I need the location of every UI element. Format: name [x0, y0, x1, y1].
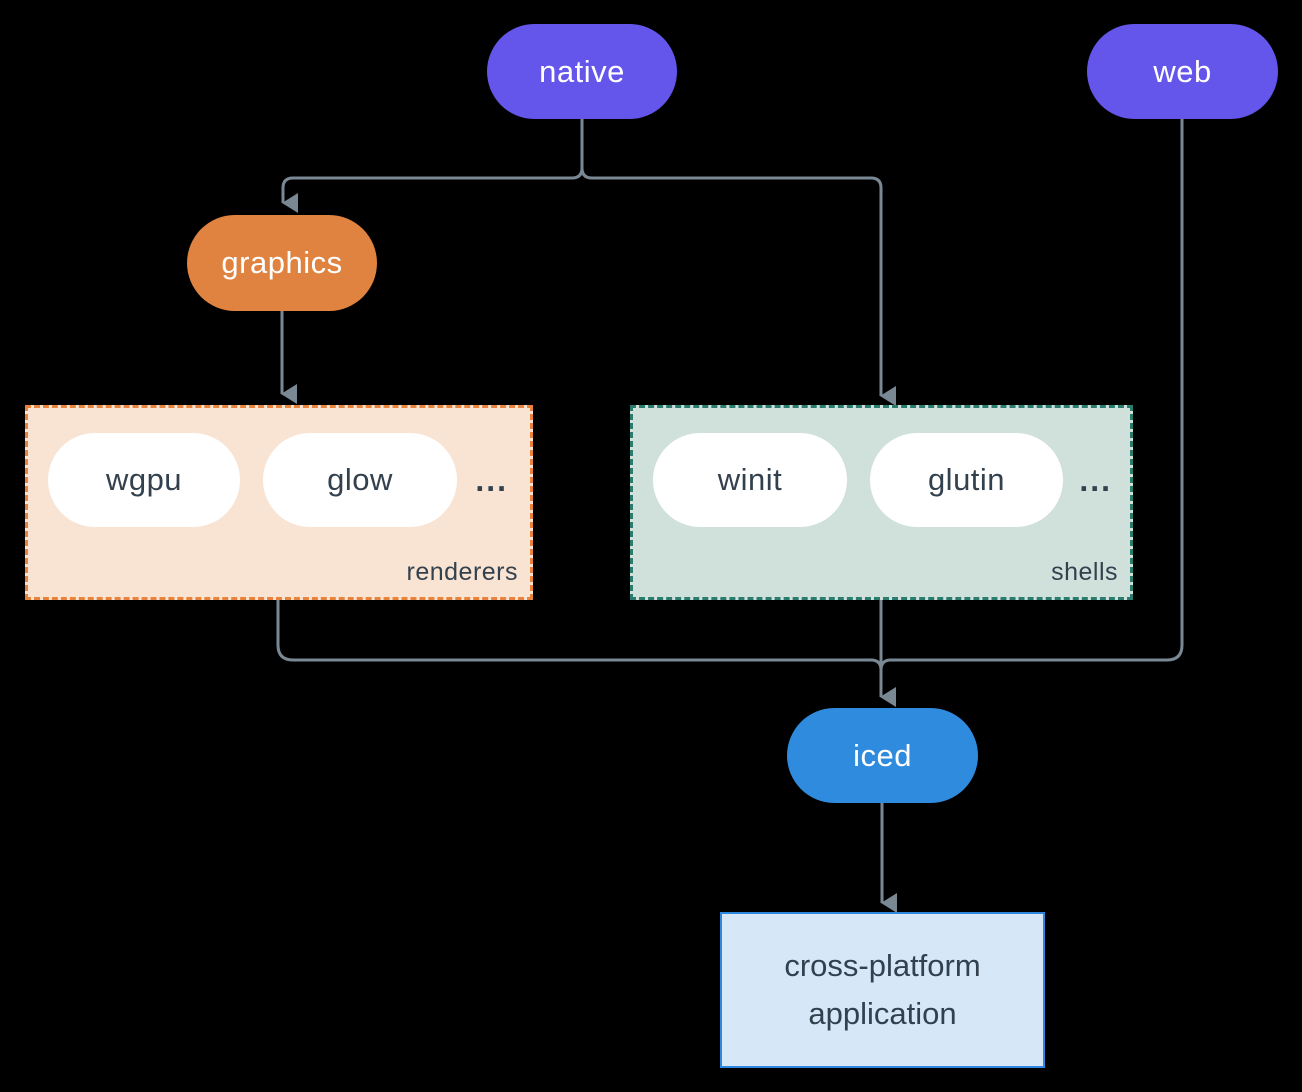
node-web-label: web [1153, 53, 1212, 89]
node-iced-label: iced [853, 737, 912, 773]
node-wgpu: wgpu [48, 433, 240, 527]
node-glow-label: glow [327, 462, 393, 497]
edge-native-shells [580, 119, 896, 406]
group-renderers: wgpu glow ... renderers [25, 405, 533, 600]
renderers-group-label: renderers [406, 558, 518, 586]
node-winit: winit [653, 433, 847, 527]
shells-ellipsis: ... [1079, 461, 1112, 498]
node-web: web [1087, 24, 1278, 119]
shells-group-label: shells [1051, 558, 1118, 586]
node-graphics: graphics [187, 215, 377, 311]
node-glutin-label: glutin [927, 462, 1006, 497]
node-cross-platform-application: cross-platform application [720, 912, 1045, 1068]
node-glutin: glutin [870, 433, 1063, 527]
node-wgpu-label: wgpu [105, 462, 183, 497]
edge-renderers-merge [276, 600, 883, 671]
renderers-ellipsis: ... [475, 461, 508, 498]
app-label-line1: cross-platform [784, 948, 981, 983]
group-shells: winit glutin ... shells [630, 405, 1133, 600]
node-iced: iced [787, 708, 978, 803]
node-glow: glow [263, 433, 457, 527]
app-label-line2: application [808, 996, 957, 1031]
node-graphics-label: graphics [221, 245, 343, 280]
node-winit-label: winit [717, 462, 783, 497]
edge-native-graphics [281, 119, 584, 213]
node-native-label: native [539, 53, 625, 89]
node-native: native [487, 24, 677, 119]
